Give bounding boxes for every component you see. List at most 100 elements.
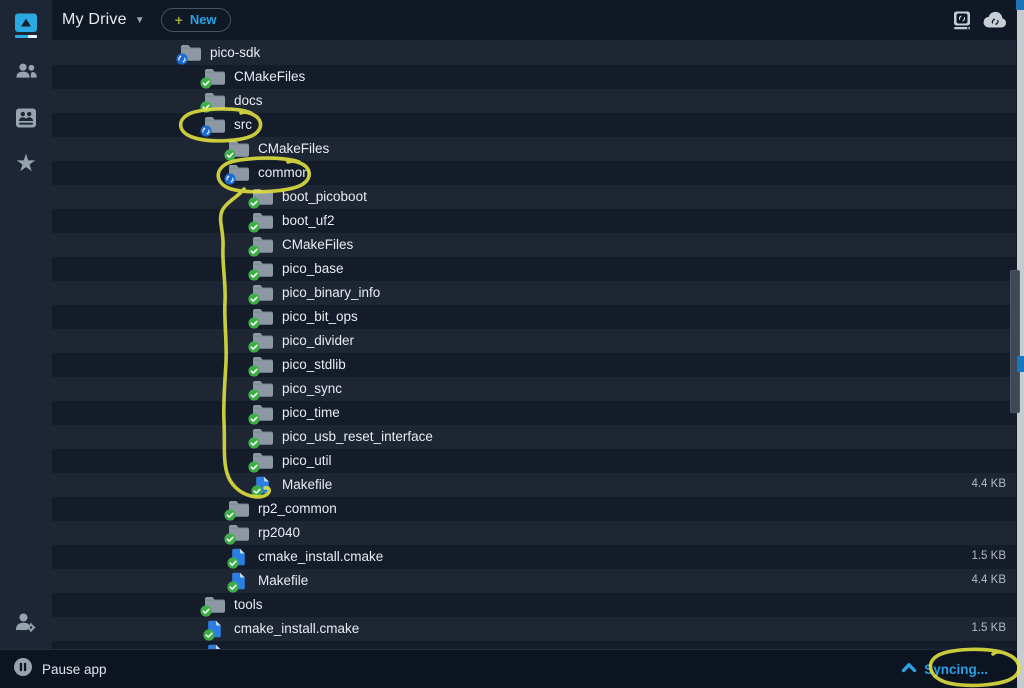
synced-badge (200, 101, 212, 113)
sidebar: ★ (0, 0, 52, 649)
item-name: pico_base (282, 261, 344, 276)
sidebar-item-favorites[interactable]: ★ (0, 152, 52, 176)
pause-icon (13, 657, 33, 682)
sync-status-label: Syncing... (924, 661, 988, 677)
pause-app-button[interactable]: Pause app (13, 657, 107, 682)
synced-badge (248, 197, 260, 209)
tree-row[interactable]: boot_picoboot (52, 185, 1016, 209)
sync-status-button[interactable]: Syncing... (901, 660, 988, 678)
folder-icon (248, 380, 274, 401)
item-name: cmake_install.cmake (234, 621, 360, 636)
cloud-sync-icon[interactable] (982, 9, 1008, 31)
scrollbar-track[interactable] (1017, 10, 1024, 688)
synced-badge (251, 485, 263, 497)
tree-row[interactable] (52, 641, 1016, 649)
file-icon (251, 476, 277, 497)
file-icon (203, 620, 229, 641)
tree-row[interactable]: common (52, 161, 1016, 185)
folder-icon (224, 524, 250, 545)
tree-row[interactable]: pico_binary_info (52, 281, 1016, 305)
plus-icon: + (174, 11, 183, 28)
folder-icon (248, 452, 274, 473)
scrollbar-thumb[interactable] (1010, 270, 1020, 413)
chevron-down-icon[interactable]: ▼ (134, 14, 145, 26)
synced-badge (248, 365, 260, 377)
folder-icon (248, 284, 274, 305)
folder-icon (248, 404, 274, 425)
tree-row[interactable]: pico-sdk (52, 41, 1016, 65)
item-name: pico-sdk (210, 45, 261, 60)
synced-badge (224, 533, 236, 545)
people-icon (13, 60, 39, 87)
item-name: pico_util (282, 453, 332, 468)
folder-icon (248, 428, 274, 449)
star-icon: ★ (15, 150, 37, 177)
item-name: tools (234, 597, 263, 612)
synced-badge (248, 293, 260, 305)
device-sync-icon[interactable] (951, 9, 973, 31)
tree-row[interactable]: pico_usb_reset_interface (52, 425, 1016, 449)
tree-row[interactable]: CMakeFiles (52, 233, 1016, 257)
file-icon (227, 548, 253, 569)
item-name: Makefile (258, 573, 309, 588)
folder-icon (200, 116, 226, 137)
tree-row[interactable]: docs (52, 89, 1016, 113)
synced-badge (224, 149, 236, 161)
shared-drive-icon (13, 106, 39, 135)
topbar-icons (951, 9, 1008, 31)
status-bar: Pause app Syncing... (0, 649, 1024, 688)
sidebar-item-account-settings[interactable] (0, 610, 52, 639)
tree-row[interactable]: pico_divider (52, 329, 1016, 353)
synced-badge (227, 557, 239, 569)
tree-row[interactable]: CMakeFiles (52, 137, 1016, 161)
sidebar-item-shared-with-me[interactable] (0, 60, 52, 87)
tree-row[interactable]: rp2_common (52, 497, 1016, 521)
file-icon (227, 572, 253, 593)
synced-badge (248, 437, 260, 449)
folder-icon (248, 356, 274, 377)
topbar: My Drive ▼ + New (52, 0, 1016, 41)
folder-icon (200, 92, 226, 113)
tree-row[interactable]: pico_base (52, 257, 1016, 281)
tree-row[interactable]: boot_uf2 (52, 209, 1016, 233)
tree-row[interactable]: pico_util (52, 449, 1016, 473)
synced-badge (248, 221, 260, 233)
synced-badge (248, 389, 260, 401)
folder-icon (248, 308, 274, 329)
synced-badge (227, 581, 239, 593)
item-name: common (258, 165, 310, 180)
tree-row[interactable]: CMakeFiles (52, 65, 1016, 89)
item-size: 4.4 KB (971, 478, 1006, 490)
tree-row[interactable]: pico_sync (52, 377, 1016, 401)
synced-badge (248, 413, 260, 425)
folder-icon (176, 44, 202, 65)
item-name: boot_uf2 (282, 213, 335, 228)
synced-badge (200, 605, 212, 617)
synced-badge (200, 77, 212, 89)
folder-icon (200, 596, 226, 617)
new-button[interactable]: + New (160, 8, 231, 32)
item-name: pico_bit_ops (282, 309, 358, 324)
tree-row[interactable]: rp2040 (52, 521, 1016, 545)
folder-icon (248, 188, 274, 209)
synced-badge (203, 629, 215, 641)
tree-row[interactable]: pico_bit_ops (52, 305, 1016, 329)
pcloud-drive-icon (12, 12, 40, 45)
tree-row[interactable]: pico_stdlib (52, 353, 1016, 377)
tree-row[interactable]: src (52, 113, 1016, 137)
synced-badge (224, 509, 236, 521)
synced-badge (248, 461, 260, 473)
item-name: pico_divider (282, 333, 355, 348)
tree-row[interactable]: tools (52, 593, 1016, 617)
tree-row[interactable]: pico_time (52, 401, 1016, 425)
syncing-badge (176, 53, 188, 65)
folder-icon (224, 140, 250, 161)
sidebar-item-my-drive[interactable] (0, 12, 52, 45)
item-name: CMakeFiles (282, 237, 354, 252)
sidebar-item-shared-drive[interactable] (0, 106, 52, 135)
